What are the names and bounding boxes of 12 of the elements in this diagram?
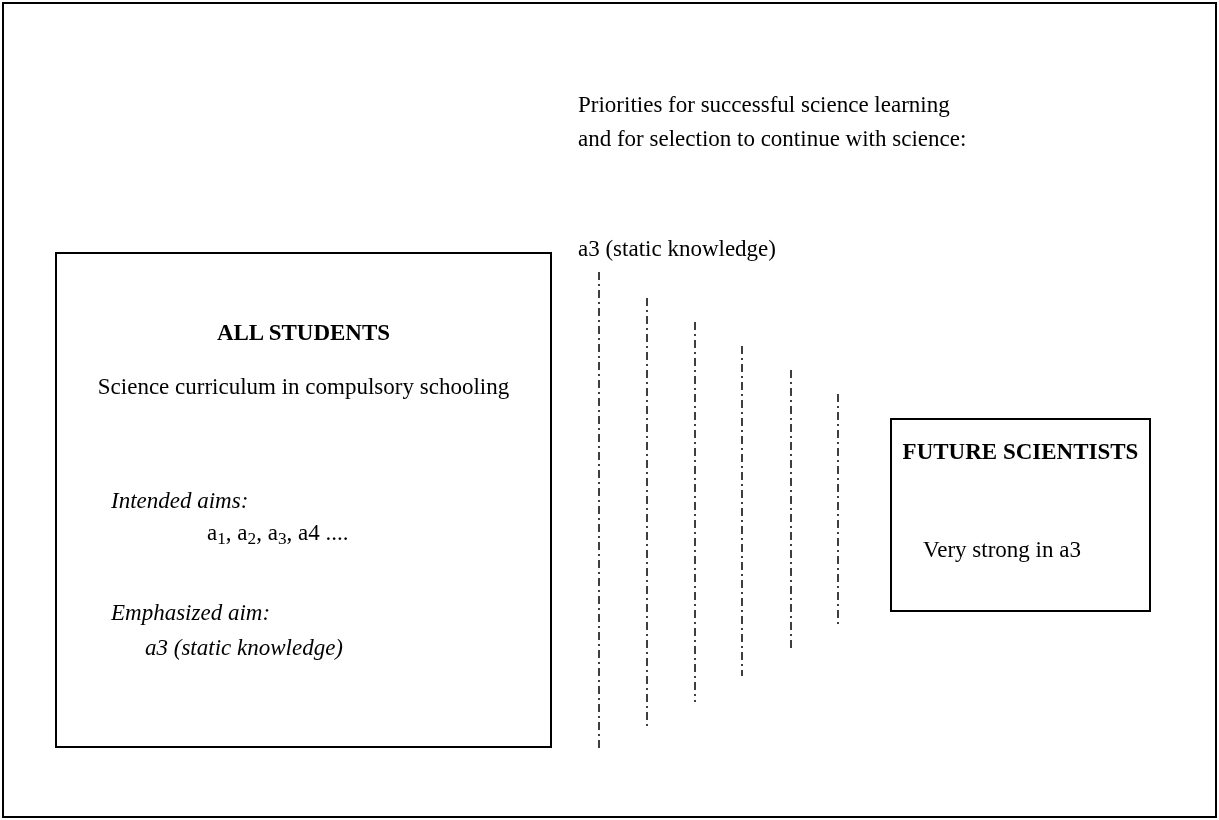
text-box — [890, 418, 1151, 612]
aims-list: a$_{1}$, a$_{2}$, a$_{3}$, a4 .... — [207, 516, 349, 551]
box-text: Science curriculum in compulsory schooling — [96, 373, 511, 401]
box-text: a3 (static knowledge) — [145, 634, 343, 662]
box-subheading: Intended aims: — [111, 487, 249, 515]
box-heading: FUTURE SCIENTISTS — [901, 438, 1140, 466]
annotation-text: Priorities for successful science learning and for selection to continue with science: — [578, 91, 968, 153]
box-text: Very strong in a3 — [922, 536, 1082, 564]
annotation-text: a3 (static knowledge) — [578, 235, 776, 263]
text-box — [55, 252, 552, 748]
box-heading: ALL STUDENTS — [215, 319, 392, 347]
box-subheading: Emphasized aim: — [111, 599, 271, 627]
